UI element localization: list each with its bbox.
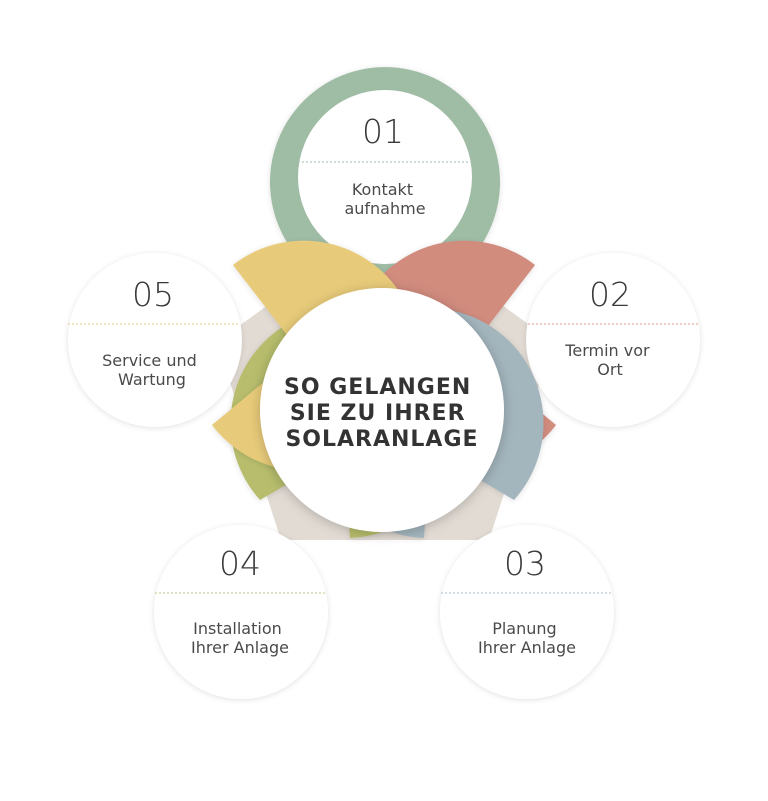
step-01-number: 01 xyxy=(362,112,404,151)
step-02-inner-circle xyxy=(526,253,700,427)
center-title: SO GELANGEN SIE ZU IHRER SOLARANLAGE xyxy=(284,375,480,452)
step-05-label: Service und Wartung xyxy=(102,351,202,389)
step-02-label: Termin vor Ort xyxy=(564,341,654,379)
step-04-label: Installation Ihrer Anlage xyxy=(191,619,289,657)
step-05-inner-circle xyxy=(68,253,242,427)
step-01-label: Kontakt aufnahme xyxy=(344,180,425,218)
step-04-number: 04 xyxy=(219,544,261,583)
center-circle xyxy=(260,288,504,532)
step-05-number: 05 xyxy=(132,275,174,314)
step-03-inner-circle xyxy=(440,525,614,699)
step-03-number: 03 xyxy=(504,544,546,583)
step-02-number: 02 xyxy=(589,275,631,314)
step-04-inner-circle xyxy=(154,525,328,699)
step-01-inner-circle xyxy=(298,90,472,264)
step-03-label: Planung Ihrer Anlage xyxy=(478,619,576,657)
